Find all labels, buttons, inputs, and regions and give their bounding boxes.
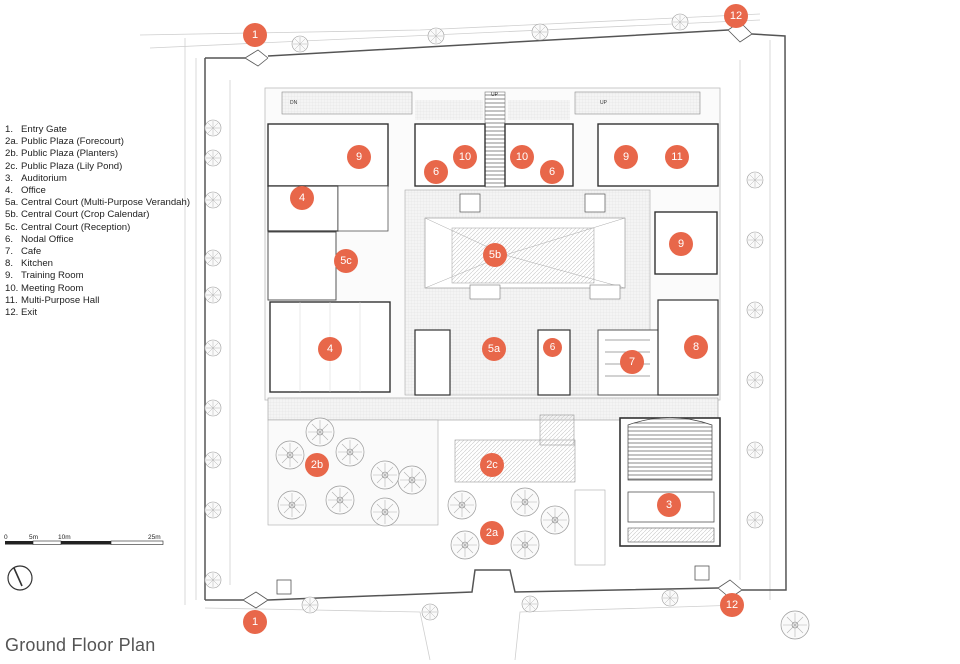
marker-entry-gate: 1	[243, 610, 267, 634]
north-arrow-icon	[7, 565, 33, 591]
stair-up-label: UP	[491, 92, 498, 98]
legend-item: 2a.Public Plaza (Forecourt)	[5, 136, 124, 148]
marker-nodal-office: 6	[424, 160, 448, 184]
legend-item: 5c.Central Court (Reception)	[5, 221, 131, 233]
marker-central-court-verandah: 5a	[482, 337, 506, 361]
scale-label-0: 0	[4, 534, 8, 541]
marker-nodal-office: 6	[543, 338, 562, 357]
scale-label-25m: 25m	[148, 534, 161, 541]
marker-office: 4	[290, 186, 314, 210]
legend-item: 11.Multi-Purpose Hall	[5, 294, 100, 306]
marker-public-plaza-lily-pond: 2c	[480, 453, 504, 477]
legend-item: 12.Exit	[5, 307, 37, 319]
legend-item: 4.Office	[5, 185, 46, 197]
marker-training-room: 9	[347, 145, 371, 169]
marker-kitchen: 8	[684, 335, 708, 359]
marker-training-room: 9	[614, 145, 638, 169]
ramp-dn-label: DN	[290, 100, 298, 106]
legend-item: 2c.Public Plaza (Lily Pond)	[5, 160, 123, 172]
marker-multi-purpose-hall: 11	[665, 145, 689, 169]
marker-exit: 12	[724, 4, 748, 28]
legend-item: 10.Meeting Room	[5, 282, 84, 294]
marker-cafe: 7	[620, 350, 644, 374]
marker-central-court-crop-calendar: 5b	[483, 243, 507, 267]
marker-nodal-office: 6	[540, 160, 564, 184]
marker-office: 4	[318, 337, 342, 361]
marker-meeting-room: 10	[510, 145, 534, 169]
legend: 1.Entry Gate 2a.Public Plaza (Forecourt)…	[5, 124, 190, 319]
marker-meeting-room: 10	[453, 145, 477, 169]
legend-item: 1.Entry Gate	[5, 124, 67, 135]
marker-exit: 12	[720, 593, 744, 617]
marker-entry-gate: 1	[243, 23, 267, 47]
legend-item: 9.Training Room	[5, 270, 84, 282]
ramp-up-label: UP	[600, 100, 607, 106]
plaza	[267, 414, 606, 566]
auditorium-plan	[619, 417, 721, 547]
scale-label-10m: 10m	[58, 534, 71, 541]
marker-public-plaza-forecourt: 2a	[480, 521, 504, 545]
legend-item: 7.Cafe	[5, 246, 42, 258]
legend-item: 5a.Central Court (Multi-Purpose Verandah…	[5, 197, 191, 209]
colonnade	[267, 397, 719, 421]
legend-item: 2b.Public Plaza (Planters)	[5, 148, 119, 160]
legend-item: 6.Nodal Office	[5, 233, 74, 245]
marker-training-room: 9	[669, 232, 693, 256]
marker-auditorium: 3	[657, 493, 681, 517]
legend-item: 5b.Central Court (Crop Calendar)	[5, 209, 150, 221]
page-title: Ground Floor Plan	[5, 635, 156, 655]
marker-central-court-reception: 5c	[334, 249, 358, 273]
scale-label-5m: 5m	[29, 534, 39, 541]
legend-item: 3.Auditorium	[5, 172, 67, 184]
legend-item: 8.Kitchen	[5, 258, 53, 270]
marker-public-plaza-planters: 2b	[305, 453, 329, 477]
site-boundary	[205, 29, 787, 601]
scale-bar	[5, 540, 164, 545]
